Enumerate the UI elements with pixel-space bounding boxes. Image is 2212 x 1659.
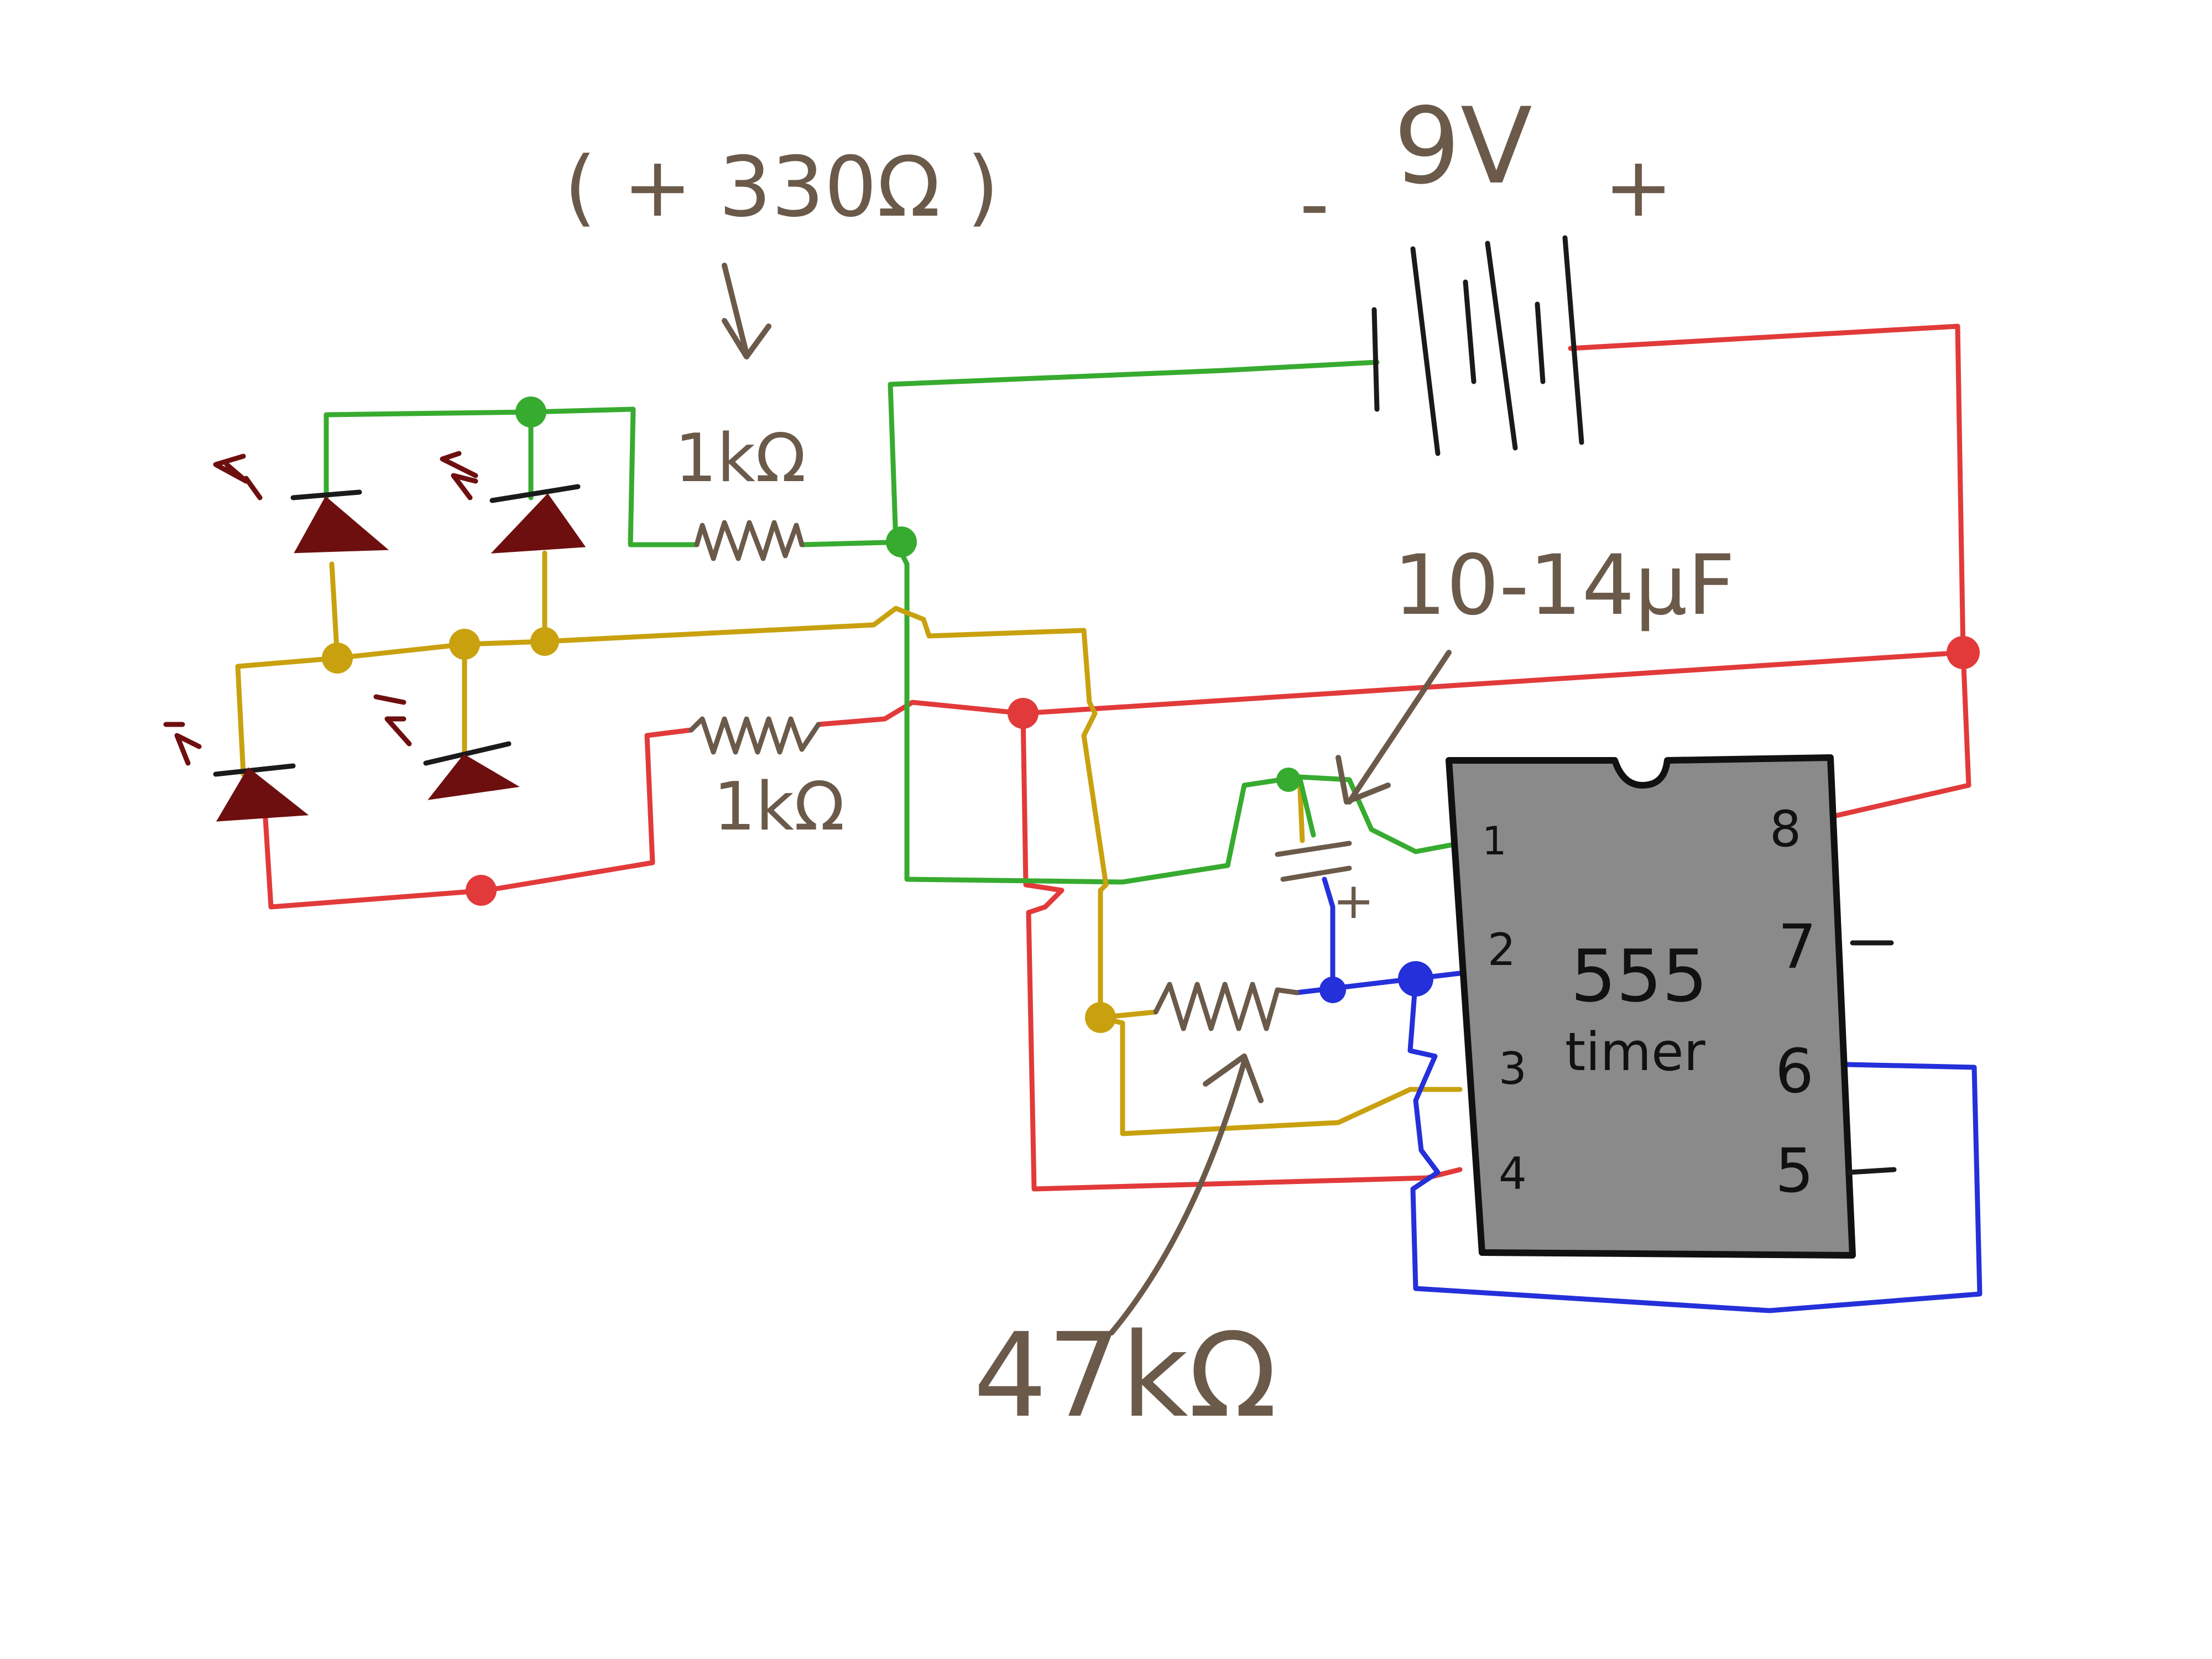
capacitor bbox=[1275, 774, 1352, 882]
battery-plate-5 bbox=[1535, 301, 1546, 384]
resistors bbox=[688, 520, 1300, 1031]
battery-plate-2 bbox=[1410, 246, 1441, 456]
junction-green-led-top bbox=[515, 397, 546, 427]
pin-label-5: 5 bbox=[1775, 1135, 1814, 1206]
junction-yellow-pot bbox=[1085, 1002, 1116, 1033]
led-2 bbox=[440, 451, 586, 554]
battery bbox=[1371, 235, 1584, 456]
wire-yellow-bus bbox=[235, 606, 1109, 893]
cap-lead-green bbox=[1297, 774, 1316, 838]
wire-red-pin8 bbox=[1833, 650, 1971, 818]
led-4 bbox=[373, 694, 520, 800]
junction-red-vcc bbox=[1008, 698, 1039, 729]
battery-plate-4 bbox=[1485, 241, 1518, 451]
resistor-1k-bottom bbox=[688, 716, 821, 755]
arrow-330-ohm bbox=[722, 263, 771, 359]
pin-label-7: 7 bbox=[1778, 911, 1817, 982]
battery-plate-6 bbox=[1562, 235, 1584, 445]
annotations: ( + 330Ω ) 1kΩ 1kΩ - 9V + 10-14μF + 47kΩ bbox=[564, 85, 1735, 1443]
pin-label-1: 1 bbox=[1482, 818, 1507, 864]
label-1k-bottom: 1kΩ bbox=[713, 769, 845, 846]
label-battery-plus: + bbox=[1604, 139, 1673, 236]
junction-blue-pin2 bbox=[1398, 961, 1433, 997]
yellow-wires bbox=[235, 550, 1463, 1136]
label-capacitor: 10-14μF bbox=[1394, 538, 1735, 634]
junction-green-node bbox=[886, 526, 917, 557]
wire-green-cap-top bbox=[1225, 774, 1463, 868]
arrow-capacitor bbox=[1335, 650, 1452, 805]
arrow-pot bbox=[1109, 1053, 1264, 1335]
junction-green-cap bbox=[1276, 768, 1301, 792]
pin-label-2: 2 bbox=[1488, 924, 1516, 975]
junction-red-battery bbox=[1947, 636, 1980, 669]
junction-yellow-1 bbox=[322, 643, 353, 674]
chip-name: 555 bbox=[1571, 934, 1708, 1018]
note-330-ohm: ( + 330Ω ) bbox=[564, 139, 999, 236]
green-wires bbox=[324, 359, 1463, 885]
battery-plate-1 bbox=[1371, 307, 1380, 412]
wire-green-led-top bbox=[324, 406, 700, 547]
wire-blue-loop bbox=[1407, 976, 1983, 1313]
pin-label-6: 6 bbox=[1775, 1036, 1814, 1107]
led-1 bbox=[213, 453, 389, 554]
leds bbox=[163, 451, 586, 822]
wire-red-drop bbox=[1020, 711, 1463, 1192]
label-battery-voltage: 9V bbox=[1394, 85, 1532, 207]
pin-label-3: 3 bbox=[1499, 1043, 1527, 1094]
chip-555: 1 2 3 4 8 7 6 5 555 timer bbox=[1446, 754, 1897, 1259]
chip-body bbox=[1446, 754, 1856, 1259]
junction-blue-cap bbox=[1319, 977, 1346, 1003]
wire-blue-cap bbox=[1322, 877, 1335, 993]
junction-red-led bbox=[466, 875, 497, 906]
resistor-47k-pot bbox=[1153, 982, 1300, 1031]
resistor-1k-top bbox=[694, 520, 805, 561]
label-cap-plus: + bbox=[1333, 872, 1374, 930]
cap-plate-bottom bbox=[1280, 865, 1352, 882]
battery-plate-3 bbox=[1463, 279, 1477, 384]
pin-label-4: 4 bbox=[1499, 1148, 1527, 1199]
junction-yellow-3 bbox=[530, 627, 559, 656]
cap-plate-top bbox=[1275, 841, 1352, 857]
junctions bbox=[322, 397, 1980, 1033]
pin-label-8: 8 bbox=[1770, 800, 1801, 858]
label-pot: 47kΩ bbox=[973, 1308, 1277, 1443]
wire-red-battery-plus bbox=[1568, 324, 1966, 655]
red-wires bbox=[263, 324, 1971, 1192]
junction-yellow-2 bbox=[449, 629, 480, 660]
chip-pin5-lead bbox=[1847, 1167, 1897, 1175]
led-3 bbox=[163, 722, 309, 822]
label-1k-top: 1kΩ bbox=[675, 420, 806, 497]
label-battery-minus: - bbox=[1300, 156, 1329, 252]
chip-subname: timer bbox=[1565, 1022, 1706, 1083]
wire-red-vcc-bus bbox=[816, 650, 1966, 727]
wire-yellow-led-drops bbox=[329, 550, 547, 755]
wire-red-led-bottom bbox=[263, 727, 694, 910]
